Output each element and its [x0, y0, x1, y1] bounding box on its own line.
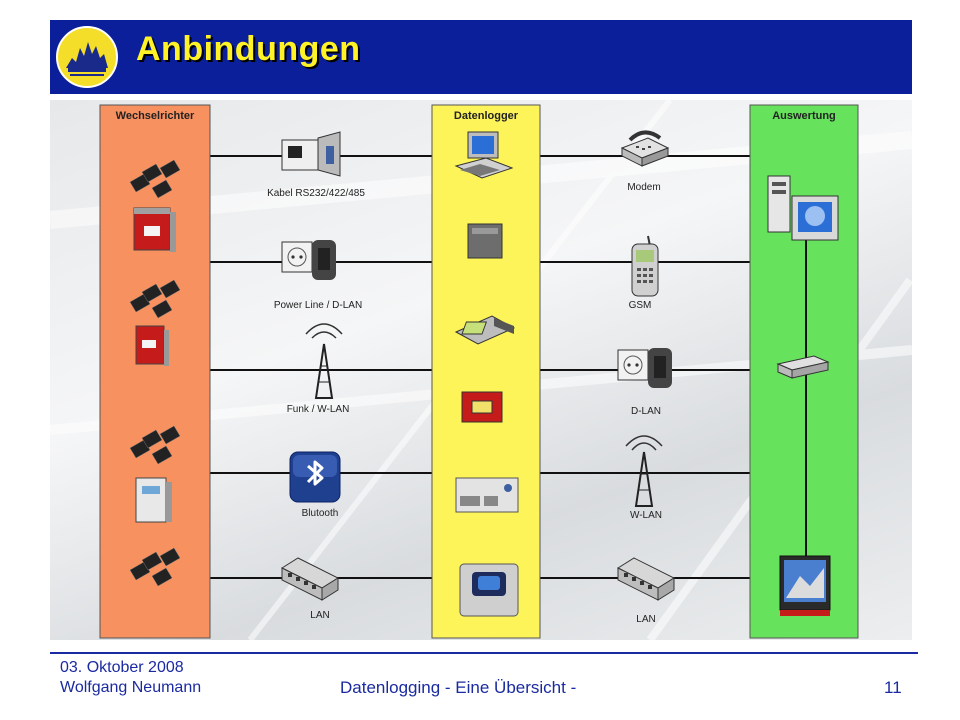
label-lan-left: LAN [310, 610, 329, 621]
network-hub-icon [776, 355, 830, 379]
logger-box-icon [467, 223, 503, 259]
serial-cable-icon [281, 131, 341, 177]
footer-title: Datenlogging - Eine Übersicht - [340, 678, 577, 697]
gsm-phone-icon [631, 235, 659, 297]
label-cable: Kabel RS232/422/485 [267, 188, 365, 199]
network-switch-icon [280, 557, 340, 601]
wlan-tower-icon [625, 435, 663, 507]
bluetooth-icon [289, 451, 341, 503]
solar-panel-icon [129, 279, 181, 319]
connection-diagram: Wechselrichter Datenlogger Auswertung [50, 100, 912, 640]
column-wechselrichter [99, 104, 211, 639]
modem-telephone-icon [620, 130, 670, 167]
rack-logger-icon [455, 477, 519, 513]
label-dlan: D-LAN [631, 406, 661, 417]
footer-meta: 03. Oktober 2008 Wolfgang Neumann [60, 658, 201, 698]
inverter-icon [135, 477, 172, 523]
solar-panel-icon [129, 159, 181, 199]
touchscreen-logger-icon [459, 563, 519, 617]
footer-divider [50, 652, 918, 654]
handheld-logger-icon [454, 315, 516, 345]
pc-monitor-icon [767, 175, 839, 241]
label-gsm: GSM [629, 300, 652, 311]
dlan-adapter-icon [617, 348, 672, 388]
solar-panel-icon [129, 425, 181, 465]
column-datenlogger [431, 104, 541, 639]
company-logo [56, 26, 118, 88]
column-title-left: Wechselrichter [116, 110, 195, 122]
desktop-computer-icon [454, 131, 514, 179]
title-bar: Anbindungen [50, 20, 912, 94]
label-wlan: W-LAN [630, 510, 662, 521]
powerline-adapter-icon [281, 240, 336, 280]
radio-tower-icon [305, 323, 343, 399]
label-funk: Funk / W-LAN [287, 404, 350, 415]
inverter-icon [135, 325, 169, 366]
page-number: 11 [884, 678, 902, 697]
label-modem: Modem [627, 182, 660, 193]
solar-panel-icon [129, 547, 181, 587]
label-bluetooth: Blutooth [302, 508, 339, 519]
label-powerline: Power Line / D-LAN [274, 300, 362, 311]
footer-date: 03. Oktober 2008 [60, 659, 184, 676]
page-title: Anbindungen [136, 30, 361, 68]
column-title-right: Auswertung [772, 110, 836, 122]
inverter-icon [133, 207, 176, 252]
lan-switch-icon [616, 557, 676, 601]
display-panel-icon [779, 555, 831, 616]
red-display-logger-icon [461, 391, 503, 423]
footer-author: Wolfgang Neumann [60, 679, 202, 696]
label-lan-right: LAN [636, 614, 655, 625]
column-title-middle: Datenlogger [454, 110, 519, 122]
